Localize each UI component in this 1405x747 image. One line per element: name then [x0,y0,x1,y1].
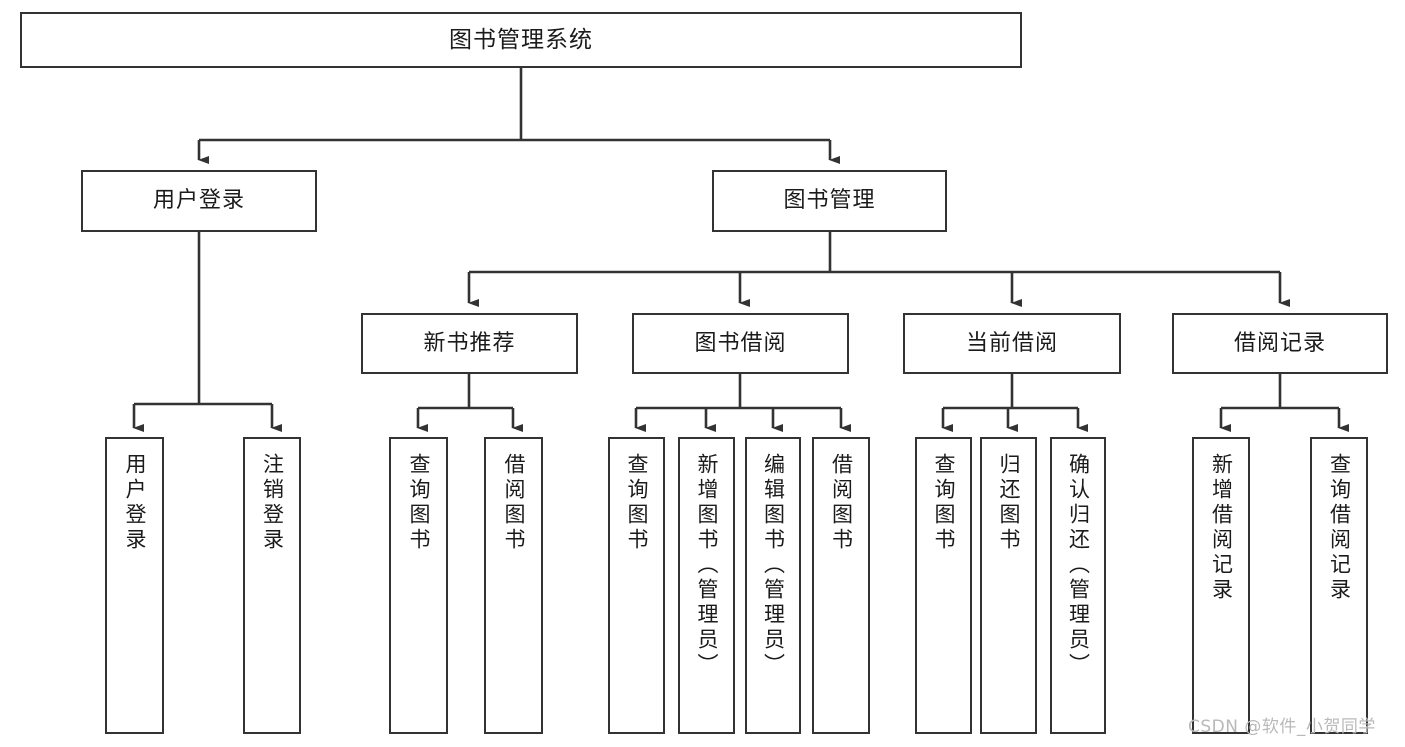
node-leaf-user-logout-label: 注销登录 [260,453,285,553]
node-leaf-user-login[interactable]: 用户登录 [105,437,164,734]
node-book-borrow[interactable]: 图书借阅 [632,313,849,374]
node-leaf-borrow-book-2[interactable]: 借阅图书 [812,437,870,734]
csdn-watermark: CSDN @软件_小贺同学 [1188,717,1376,737]
node-leaf-edit-book[interactable]: 编辑图书（管理员） [745,437,801,734]
user-login-to-leaves-connectors [132,232,282,432]
book-management-to-level2-connectors [467,232,1290,307]
node-leaf-add-borrow-record[interactable]: 新增借阅记录 [1192,437,1250,734]
node-leaf-borrow-book-2-label: 借阅图书 [829,453,854,553]
node-new-book-recommend[interactable]: 新书推荐 [361,313,578,374]
node-leaf-add-borrow-record-label: 新增借阅记录 [1209,453,1234,603]
node-leaf-query-book-1[interactable]: 查询图书 [389,437,448,734]
node-leaf-return-book-label: 归还图书 [997,453,1021,553]
node-leaf-return-book[interactable]: 归还图书 [980,437,1037,734]
node-leaf-user-login-label: 用户登录 [123,453,147,553]
node-leaf-query-book-2-label: 查询图书 [625,453,649,553]
node-leaf-query-borrow-record[interactable]: 查询借阅记录 [1310,437,1368,734]
node-leaf-add-book[interactable]: 新增图书（管理员） [678,437,735,734]
node-leaf-user-logout[interactable]: 注销登录 [243,437,301,734]
book-borrow-to-leaves-connectors [634,374,851,432]
node-leaf-query-book-2[interactable]: 查询图书 [608,437,665,734]
borrow-record-to-leaves-connectors [1219,374,1349,432]
node-new-book-recommend-label: 新书推荐 [423,330,516,356]
node-leaf-confirm-return-label: 确认归还（管理员） [1066,453,1091,678]
node-borrow-record[interactable]: 借阅记录 [1172,313,1388,374]
node-current-borrow-label: 当前借阅 [965,330,1058,356]
node-leaf-add-book-label: 新增图书（管理员） [695,453,719,678]
node-leaf-borrow-book-1[interactable]: 借阅图书 [484,437,543,734]
node-leaf-borrow-book-1-label: 借阅图书 [502,453,526,553]
node-book-management[interactable]: 图书管理 [712,170,947,232]
node-user-login[interactable]: 用户登录 [81,170,317,232]
node-book-management-label: 图书管理 [783,188,876,214]
current-borrow-to-leaves-connectors [941,374,1088,432]
node-current-borrow[interactable]: 当前借阅 [903,313,1121,374]
node-root-label: 图书管理系统 [449,26,593,53]
node-leaf-confirm-return[interactable]: 确认归还（管理员） [1050,437,1106,734]
root-to-level1-connectors [197,68,840,164]
node-leaf-query-book-1-label: 查询图书 [407,453,431,553]
node-book-borrow-label: 图书借阅 [694,330,787,356]
node-borrow-record-label: 借阅记录 [1233,330,1326,356]
node-root[interactable]: 图书管理系统 [20,12,1022,68]
new-book-recommend-to-leaves-connectors [416,374,523,432]
node-leaf-query-book-3[interactable]: 查询图书 [915,437,972,734]
node-user-login-label: 用户登录 [152,188,245,214]
node-leaf-query-book-3-label: 查询图书 [932,453,956,553]
node-leaf-query-borrow-record-label: 查询借阅记录 [1327,453,1352,603]
node-leaf-edit-book-label: 编辑图书（管理员） [761,453,786,678]
